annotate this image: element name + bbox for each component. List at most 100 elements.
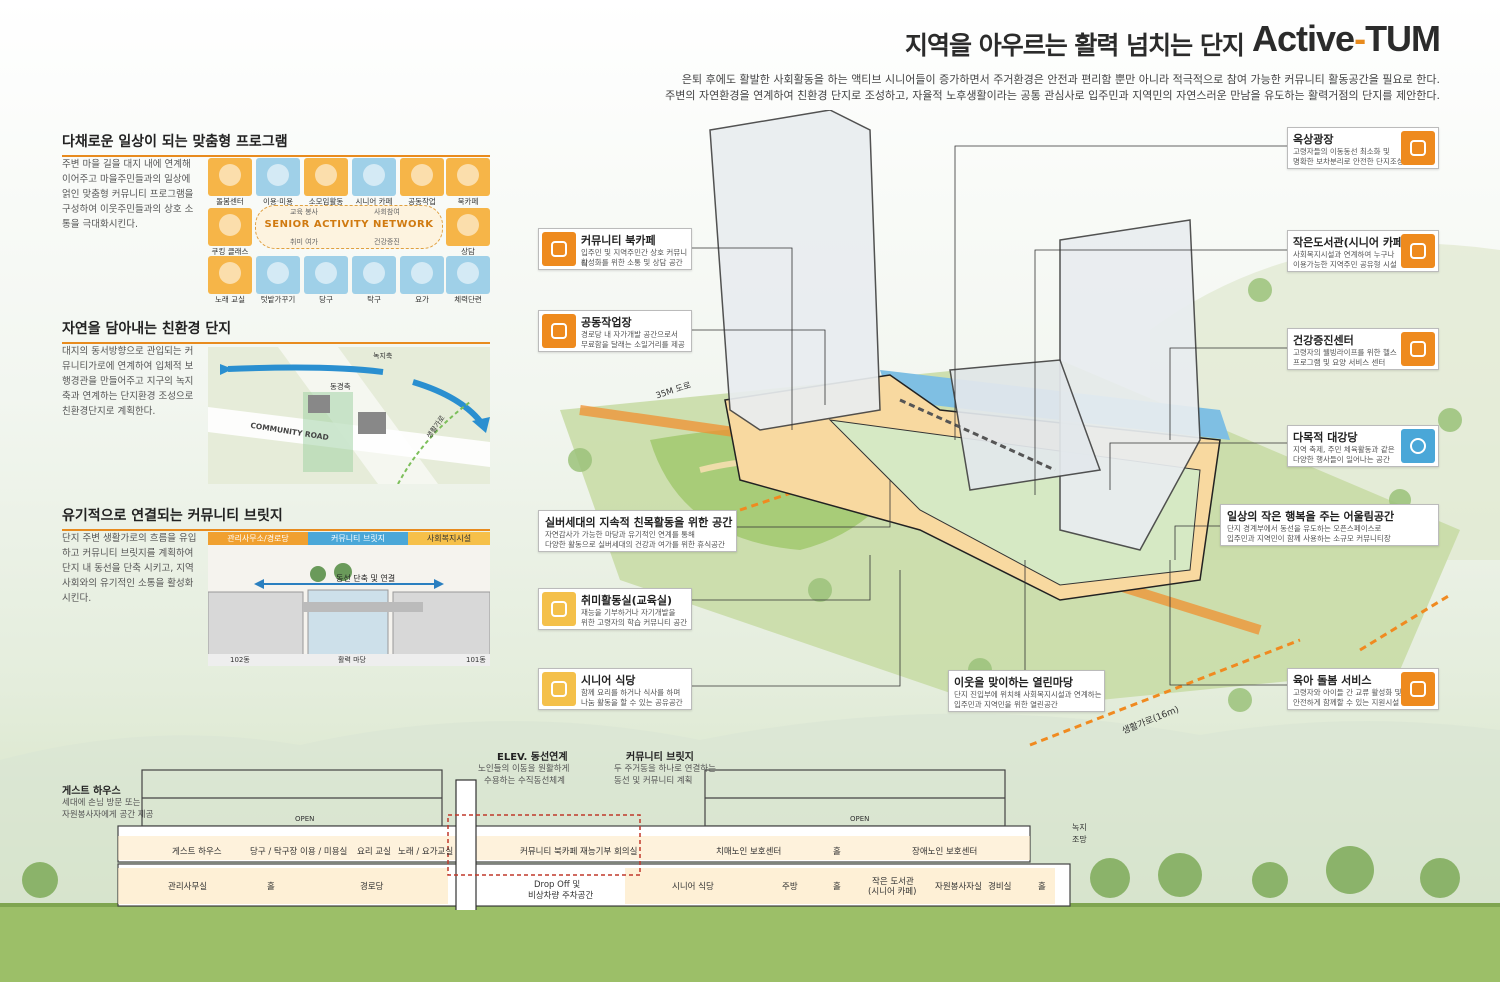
guest-house-title: 게스트 하우스 (62, 786, 121, 797)
site-axonometric (560, 110, 1462, 747)
tile-label: 노래 교실 (215, 295, 245, 304)
pingpong-icon (363, 262, 385, 284)
room-label: Drop Off 및 (534, 880, 581, 890)
network-title: SENIOR ACTIVITY NETWORK (264, 219, 434, 230)
callout-library: 작은도서관(시니어 카페) 사회복지시설과 연계하여 누구나 이용가능한 지역주… (1287, 230, 1439, 272)
tile-label: 돌봄센터 (216, 197, 244, 206)
section-title-program: 다채로운 일상이 되는 맞춤형 프로그램 (62, 131, 490, 157)
band-mid: 커뮤니티 브릿지 (308, 532, 408, 545)
program-tile: 노래 교실 (208, 256, 252, 304)
callout-title: 옥상광장 (1293, 133, 1334, 146)
bldg-101-label: 101동 (466, 656, 486, 664)
program-tile: 상담 (446, 208, 490, 256)
room-label: 경로당 (360, 882, 384, 892)
callout-title: 시니어 식당 (581, 674, 636, 687)
program-tile: 돌봄센터 (208, 158, 252, 206)
callout-desc: 사회복지시설과 연계하여 누구나 (1293, 250, 1395, 259)
tile-label: 상담 (461, 247, 475, 256)
care-icon (219, 164, 241, 186)
bldg-102-label: 102동 (230, 656, 250, 664)
room-label: 경비실 (988, 882, 1012, 892)
callout-desc: 활성화를 위한 소통 및 상담 공간 (581, 258, 683, 267)
bridge-section-title: 커뮤니티 브릿지 (626, 752, 694, 763)
yard-label: 활력 마당 (338, 656, 366, 664)
callout-desc: 명확한 보차분리로 안전한 단지조성 (1293, 157, 1404, 166)
tile-label: 체력단련 (454, 295, 482, 304)
tile-label: 텃밭가꾸기 (260, 295, 296, 304)
program-tile: 이용·미용 (256, 158, 300, 206)
senior-activity-network: SENIOR ACTIVITY NETWORK 교육 봉사 사회참여 취미 여가… (255, 205, 443, 249)
room-label: 비상차량 주차공간 (528, 891, 594, 901)
network-label: 건강증진 (374, 238, 400, 246)
room-label: 요리 교실 (357, 847, 391, 857)
callout-title: 커뮤니티 북카페 (581, 234, 656, 247)
room-label: 장애노인 보호센터 (912, 847, 978, 857)
network-label: 교육 봉사 (290, 208, 318, 216)
room-label: 치매노인 보호센터 (716, 847, 782, 857)
program-grid: 돌봄센터 이용·미용 소모임활동 시니어 카페 공동작업 북카페 쿠킹 클래스 … (208, 158, 490, 304)
callout-desc: 입주민과 지역민이 함께 사용하는 소규모 커뮤니티장 (1227, 534, 1391, 543)
workshop-icon (542, 314, 576, 348)
project-name-a: Active (1252, 18, 1355, 59)
project-name-b: TUM (1365, 18, 1441, 59)
room-label: 커뮤니티 북카페 (520, 847, 578, 857)
room-label: 작은 도서관 (872, 877, 914, 887)
section-body-program: 주변 마을 길을 대지 내에 연계해 이어주고 마을주민들과의 일상에 얽인 맞… (62, 159, 194, 230)
room-label: 주방 (782, 882, 798, 892)
network-label: 취미 여가 (290, 238, 318, 246)
music-icon (542, 592, 576, 626)
program-tile: 공동작업 (400, 158, 444, 206)
billiard-icon (315, 262, 337, 284)
tile-label: 소모임활동 (308, 197, 344, 206)
book-icon (457, 164, 479, 186)
callout-title: 일상의 작은 행복을 주는 어울림공간 (1227, 510, 1395, 523)
room-label: 재능기부 회의실 (580, 847, 638, 857)
callout-desc: 이용가능한 지역주민 공유형 시설 (1293, 260, 1397, 269)
callout-title: 실버세대의 지속적 친목활동을 위한 공간 (545, 516, 733, 529)
callout-desc: 무료함을 달래는 소일거리를 제공 (581, 340, 685, 349)
callout-title: 다목적 대강당 (1293, 431, 1358, 444)
room-label: 노래 / 요가교실 (398, 847, 454, 857)
callout-workshop: 공동작업장 경로당 내 자가개발 공간으로서 무료함을 달래는 소일거리를 제공 (538, 310, 692, 352)
room-label: 당구 / 탁구장 (250, 847, 298, 857)
callout-title: 건강증진센터 (1293, 334, 1354, 347)
intro-line-1: 은퇴 후에도 활발한 사회활동을 하는 액티브 시니어들이 증가하면서 주거환경… (681, 73, 1440, 86)
section-body-eco: 대지의 동서방향으로 관입되는 커뮤니티가로에 연계하여 입체적 보행경관을 만… (62, 346, 194, 417)
view-note: 조망 (1072, 835, 1087, 844)
room-label: 자원봉사자실 (935, 882, 982, 892)
view-note: 녹지 (1072, 823, 1087, 832)
room-label: 관리사무실 (168, 882, 208, 892)
callout-senior-dining: 시니어 식당 함께 요리를 하거나 식사를 하며 나눔 활동을 할 수 있는 공… (538, 668, 692, 710)
open-label: OPEN (295, 815, 315, 823)
section-title-eco: 자연을 담아내는 친환경 단지 (62, 318, 490, 344)
bridge-section-desc: 동선 및 커뮤니티 계획 (614, 776, 693, 786)
tile-label: 북카페 (457, 197, 479, 206)
room-label: 홀 (1038, 882, 1046, 892)
tile-label: 탁구 (367, 295, 381, 304)
callout-desc: 나눔 활동을 할 수 있는 공유공간 (581, 698, 683, 707)
callout-desc: 고령자들의 이동동선 최소화 및 (1293, 147, 1390, 156)
bridge-arrow-label: 동선 단축 및 연결 (336, 574, 396, 583)
counsel-icon (457, 214, 479, 236)
tile-label: 공동작업 (408, 197, 436, 206)
callout-rooftop: 옥상광장 고령자들의 이동동선 최소화 및 명확한 보차분리로 안전한 단지조성 (1287, 127, 1439, 169)
room-label: 게스트 하우스 (172, 847, 222, 857)
network-label: 사회참여 (374, 208, 400, 216)
dumbbell-icon (457, 262, 479, 284)
plant-icon (267, 262, 289, 284)
program-tile: 시니어 카페 (352, 158, 396, 206)
callout-title: 작은도서관(시니어 카페) (1293, 236, 1409, 249)
bridge-drawing (208, 563, 490, 666)
eco-map-drawing (208, 347, 490, 484)
section-title-bridge: 유기적으로 연결되는 커뮤니티 브릿지 (62, 505, 490, 531)
program-tile: 북카페 (446, 158, 490, 206)
tile-label: 이용·미용 (263, 197, 293, 206)
cooking-icon (219, 214, 241, 236)
program-tile: 당구 (304, 256, 348, 304)
childcare-icon (1401, 672, 1435, 706)
elev-desc: 노인들의 이동을 원활하게 (478, 764, 570, 774)
callout-health-center: 건강증진센터 고령자의 웰빙라이프를 위한 헬스 프로그램 및 요양 서비스 센… (1287, 328, 1439, 370)
open-label: OPEN (850, 815, 870, 823)
room-label: 홀 (833, 882, 841, 892)
room-label: (시니어 카페) (868, 887, 917, 897)
